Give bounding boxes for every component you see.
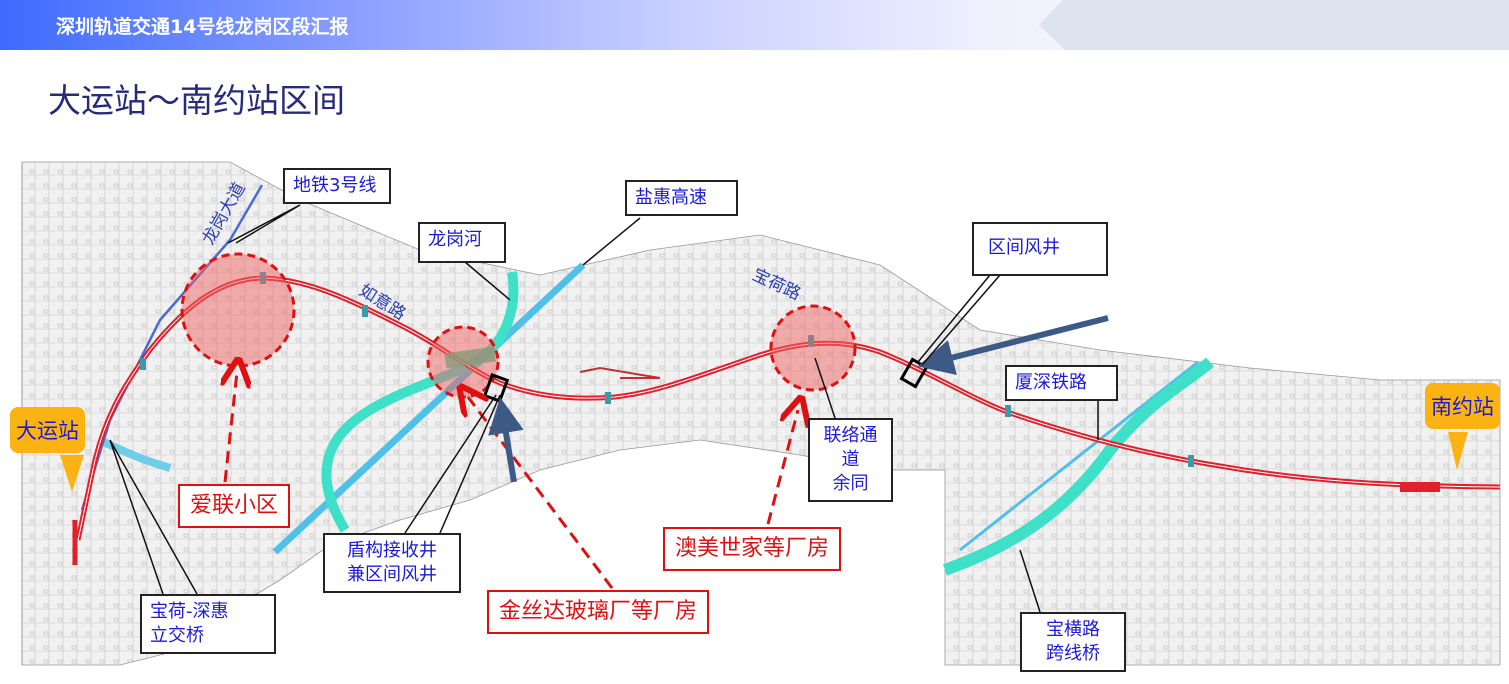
shield-direction-arrow — [488, 397, 524, 483]
metro-line-3 — [80, 184, 264, 511]
station-dayun[interactable]: 大运站 — [10, 407, 85, 453]
callout-line-1: 宝横路 — [1046, 619, 1100, 640]
highway-shenhui — [98, 436, 172, 472]
callout-pointers — [109, 204, 1099, 613]
callout-line-2: 立交桥 — [150, 625, 204, 646]
river-longgang — [321, 271, 519, 533]
callout-vent-shaft: 区间风井 — [972, 222, 1108, 276]
risk-label-ailian: 爱联小区 — [178, 484, 291, 528]
header-decoration — [1039, 0, 1509, 50]
nanyue-station-platform — [1400, 482, 1440, 492]
risk-zone-aomei — [769, 304, 857, 392]
header-banner: 深圳轨道交通14号线龙岗区段汇报 — [0, 0, 1509, 50]
callout-baoheng-bridge: 宝横路跨线桥 — [1020, 612, 1126, 672]
branch-line — [579, 366, 661, 379]
callout-yanhui-highway: 盐惠高速 — [625, 180, 738, 216]
callout-line-1: 宝荷-深惠 — [150, 601, 229, 622]
river-south — [942, 357, 1215, 576]
callout-longgang-river: 龙岗河 — [418, 222, 506, 263]
callout-line-2: 跨线桥 — [1046, 643, 1100, 664]
callout-line-1: 联络通道 — [823, 425, 878, 470]
callout-metro-line-3: 地铁3号线 — [283, 168, 391, 204]
callout-interchange-bridge: 宝荷-深惠立交桥 — [140, 594, 276, 654]
callout-line-2: 余同 — [832, 473, 869, 494]
railway-xiashen — [959, 360, 1199, 552]
station-nanyue[interactable]: 南约站 — [1425, 383, 1500, 429]
nanyue-pointer — [1448, 432, 1468, 470]
callout-connection-passage: 联络通道余同 — [808, 418, 893, 502]
river-bridge — [444, 346, 496, 369]
map-base — [21, 161, 1501, 666]
callout-xiashen-railway: 厦深铁路 — [1005, 365, 1118, 401]
risk-label-aomei: 澳美世家等厂房 — [663, 527, 842, 571]
header-title: 深圳轨道交通14号线龙岗区段汇报 — [56, 16, 349, 38]
highway-yanhui — [272, 262, 586, 555]
risk-label-jinsida: 金丝达玻璃厂等厂房 — [487, 590, 710, 634]
callout-line-2: 兼区间风井 — [347, 564, 437, 585]
risk-zone-ailian — [180, 252, 296, 368]
vent-direction-arrow — [917, 315, 1109, 376]
callout-receiving-shaft: 盾构接收井兼区间风井 — [323, 533, 461, 593]
callout-line-1: 盾构接收井 — [347, 540, 437, 561]
dayun-pointer — [60, 455, 84, 492]
page-title: 大运站～南约站区间 — [48, 81, 345, 120]
